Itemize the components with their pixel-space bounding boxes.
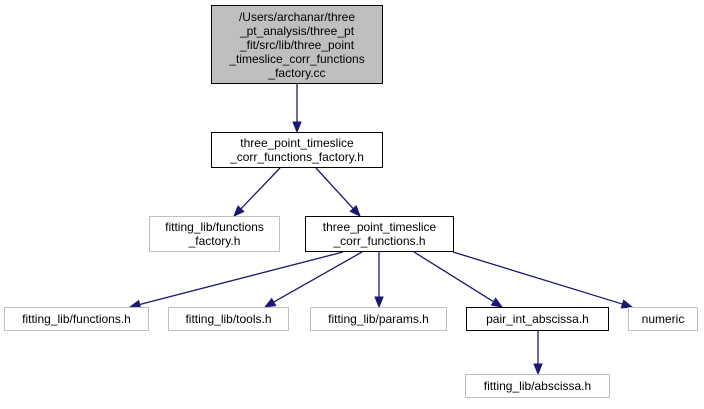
- edge-corr-functions-h-to-numeric: [452, 251, 623, 305]
- node-numeric-label: numeric: [641, 312, 685, 326]
- edge-corr-functions-h-to-numeric-arrowhead: [620, 299, 634, 309]
- node-root-source-file: /Users/archanar/three _pt_analysis/three…: [211, 5, 383, 84]
- node-corr-functions-h-label: three_point_timeslice _corr_functions.h: [322, 220, 437, 248]
- edge-factory-h-to-functions-factory-h-arrowhead: [233, 205, 245, 217]
- edge-corr-functions-h-to-functions-h: [139, 251, 344, 306]
- node-fitting-lib-abscissa-h: fitting_lib/abscissa.h: [465, 374, 610, 398]
- node-numeric: numeric: [628, 307, 698, 331]
- node-pair-int-abscissa-h[interactable]: pair_int_abscissa.h: [466, 307, 609, 331]
- node-fitting-lib-functions-factory-h: fitting_lib/functions _factory.h: [149, 216, 280, 252]
- edge-corr-functions-h-to-tools-h: [273, 251, 363, 303]
- edge-corr-functions-h-to-params-h-arrowhead: [374, 296, 384, 309]
- node-three-point-timeslice-corr-functions-factory-h[interactable]: three_point_timeslice _corr_functions_fa…: [211, 132, 383, 168]
- node-fitting-lib-functions-h: fitting_lib/functions.h: [4, 307, 149, 331]
- edge-corr-functions-h-to-pair-int-abscissa-h-arrowhead: [490, 297, 504, 308]
- edge-pair-int-abscissa-h-to-abscissa-h-arrowhead: [533, 363, 543, 376]
- node-functions-h-label: fitting_lib/functions.h: [22, 312, 131, 326]
- node-fitting-lib-tools-h: fitting_lib/tools.h: [168, 307, 289, 331]
- edge-factory-h-to-corr-functions-h-arrowhead: [349, 205, 361, 217]
- node-pair-int-abscissa-h-label: pair_int_abscissa.h: [486, 312, 589, 326]
- node-functions-factory-h-label: fitting_lib/functions _factory.h: [165, 220, 264, 248]
- node-fitting-lib-params-h: fitting_lib/params.h: [310, 307, 447, 331]
- node-abscissa-h-label: fitting_lib/abscissa.h: [483, 379, 592, 393]
- edge-factory-h-to-functions-factory-h: [240, 167, 281, 210]
- node-factory-h-label: three_point_timeslice _corr_functions_fa…: [230, 136, 364, 164]
- node-root-label: /Users/archanar/three _pt_analysis/three…: [229, 9, 365, 80]
- node-params-h-label: fitting_lib/params.h: [328, 312, 429, 326]
- edge-corr-functions-h-to-pair-int-abscissa-h: [413, 251, 494, 303]
- edge-factory-h-to-corr-functions-h: [315, 167, 354, 210]
- edge-root-to-factory-h-arrowhead: [292, 121, 302, 134]
- node-three-point-timeslice-corr-functions-h[interactable]: three_point_timeslice _corr_functions.h: [305, 216, 454, 252]
- node-tools-h-label: fitting_lib/tools.h: [185, 312, 272, 326]
- edge-corr-functions-h-to-tools-h-arrowhead: [263, 297, 277, 308]
